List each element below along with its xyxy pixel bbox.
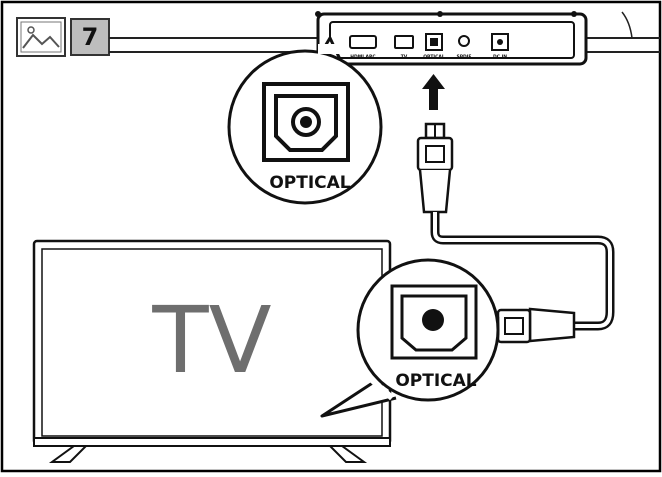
tv: TV bbox=[32, 239, 392, 463]
tv-label: TV bbox=[151, 287, 271, 394]
tv-optical-label: OPTICAL bbox=[395, 371, 476, 391]
tv-foot-right bbox=[327, 445, 368, 463]
step-badge: 7 bbox=[70, 18, 110, 56]
image-icon bbox=[16, 17, 66, 57]
tv-screen bbox=[41, 248, 383, 437]
dc-in-port bbox=[491, 33, 509, 51]
tv-port bbox=[394, 35, 414, 49]
optical-port-tv-icon bbox=[390, 284, 478, 360]
tv-foot-left bbox=[48, 445, 89, 463]
spdif-port bbox=[458, 35, 470, 47]
arrow-up-icon bbox=[422, 74, 445, 110]
soundbar-optical-label: OPTICAL bbox=[269, 173, 350, 193]
port-label-hdmi: HDMI ARC bbox=[350, 54, 376, 60]
port-label-dc-in: DC IN bbox=[493, 54, 507, 60]
hdmi-port bbox=[349, 35, 377, 49]
step-number: 7 bbox=[82, 23, 99, 51]
optical-port-large-icon bbox=[262, 82, 350, 162]
soundbar-optical-callout: OPTICAL bbox=[227, 36, 383, 205]
port-label-optical: OPTICAL bbox=[423, 54, 445, 60]
tv-optical-callout: OPTICAL bbox=[320, 258, 500, 418]
optical-port-small bbox=[425, 33, 443, 51]
soundbar-back-panel: HDMI ARC TV OPTICAL SPDIF DC IN bbox=[315, 11, 588, 66]
port-label-tv: TV bbox=[401, 54, 408, 60]
port-label-spdif: SPDIF bbox=[456, 54, 471, 60]
